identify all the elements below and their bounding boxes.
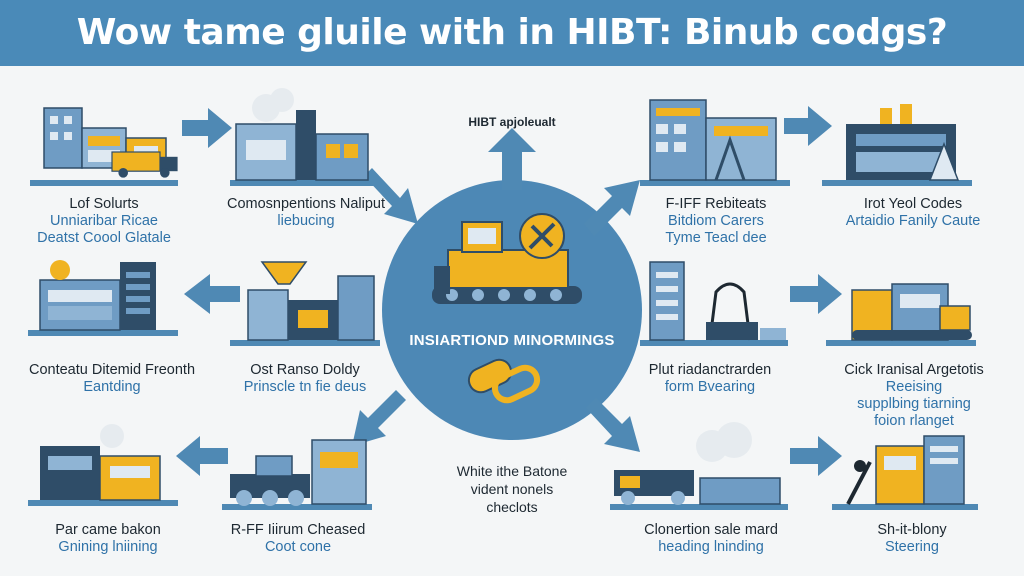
bulldozer-icon [432,213,582,304]
bottom-note-line: White ithe Batone [456,463,568,479]
node-label-n10: R-FF Iiirum Cheased Coot cone [210,522,386,556]
node-label-line: Coot cone [264,539,332,555]
chain-link-icon [467,358,541,404]
illustration-n7 [640,261,788,346]
node-label-n6: Ost Ranso Doldy Prinscle tn fie deus [210,362,400,396]
node-label-line: Par came bakon [55,522,161,538]
arrow-row1-right [784,106,832,146]
arrow-row1-left [182,108,232,148]
node-label-line: Gnining lniining [58,539,158,555]
node-label-line: form Bvearing [664,379,756,395]
central-hub-circle [382,180,642,440]
node-label-line: Steering [884,539,939,555]
illustration-n9 [28,424,178,506]
node-label-n12: Sh-it-blony Steering [824,522,1000,556]
node-label-line: Clonertion sale mard [644,522,778,538]
node-label-line: Conteatu Ditemid Freonth [28,362,196,378]
node-label-line: F-IFF Rebiteats [665,196,767,212]
node-label-line: heading lninding [658,539,764,555]
node-label-n9: Par came bakon Gnining lniining [20,522,196,556]
node-label-line: Sh-it-blony [877,522,947,538]
bottom-note-line: checlots [486,499,538,515]
node-label-line: Deatst Coool Glatale [37,230,171,246]
node-label-line: supplbing tiarning [857,396,971,412]
arrow-row2-left [184,274,240,314]
node-label-line: Unniaribar Ricae [50,213,158,229]
node-label-line: Prinscle tn fie deus [243,379,367,395]
page-title: Wow tame gluile with in HIBT: Binub codg… [76,12,948,53]
arrow-row3-right [790,436,842,476]
bottom-note-line: vident nonels [470,481,554,497]
node-label-line: Irot Yeol Codes [863,196,963,212]
node-label-n5: Conteatu Ditemid Freonth Eantding [14,362,210,396]
arrow-up [488,128,536,190]
node-label-n2: Comosnpentions Naliput liebucing [210,196,402,230]
node-label-line: R-FF Iiirum Cheased [230,522,366,538]
node-label-line: foion rlanget [874,413,954,429]
node-label-line: Tyme Teacl dee [665,230,767,246]
connector-arrows [176,106,842,476]
arrow-lower-left [352,390,406,446]
node-label-line: Cick Iranisal Argetotis [844,362,984,378]
arrow-row3-left [176,436,228,476]
arrow-upper-right [584,180,640,236]
node-label-n8: Cick Iranisal Argetotis Reeising supplbi… [818,362,1010,430]
arrow-lower-right [586,398,640,452]
node-label-n11: Clonertion sale mard heading lninding [618,522,804,556]
hub-bottom-note: White ithe Batone vident nonels checlots [410,462,614,516]
illustration-n2 [230,88,380,186]
node-label-line: Plut riadanctrarden [648,362,772,378]
node-label-n7: Plut riadanctrarden form Bvearing [622,362,798,396]
illustration-n10 [222,439,372,510]
node-label-line: liebucing [277,213,335,229]
node-label-line: Ost Ranso Doldy [250,362,360,378]
hub-top-note: HIBT apjoleualt [468,115,556,129]
illustration-n1 [30,107,179,186]
node-label-line: Eantding [83,379,141,395]
node-label-line: Artaidio Fanily Caute [845,213,981,229]
illustration-n12 [832,435,978,510]
hub-label: INSIARTIOND MINORMINGS [409,332,615,349]
illustration-n8 [826,283,976,346]
node-label-line: Reeising [885,379,943,395]
arrow-row2-right [790,274,842,314]
illustration-n6 [230,261,380,346]
illustration-n11 [610,422,788,510]
illustration-n4 [822,104,972,186]
node-label-line: Bitdiom Carers [668,213,764,229]
node-label-line: Comosnpentions Naliput [227,196,385,212]
node-label-n1: Lof Solurts Unniaribar Ricae Deatst Cooo… [16,196,192,247]
node-label-n4: Irot Yeol Codes Artaidio Fanily Caute [818,196,1008,230]
node-label-line: Lof Solurts [69,196,139,212]
illustration-n5 [28,260,178,336]
node-label-n3: F-IFF Rebiteats Bitdiom Carers Tyme Teac… [628,196,804,247]
title-banner: Wow tame gluile with in HIBT: Binub codg… [0,0,1024,66]
illustration-n3 [640,99,790,186]
